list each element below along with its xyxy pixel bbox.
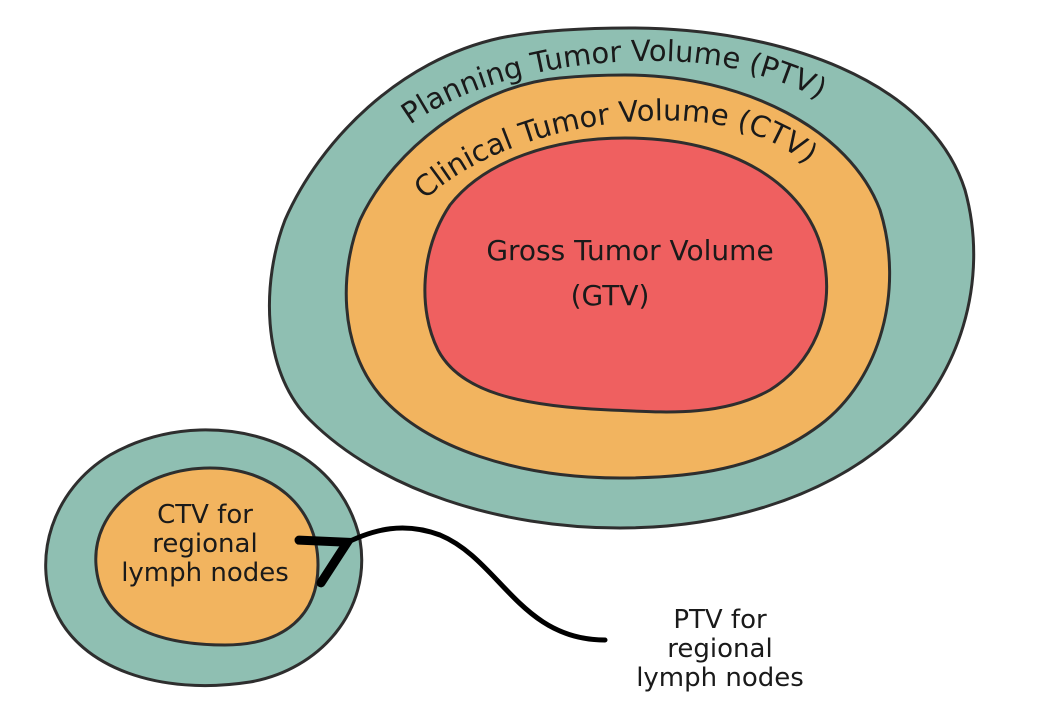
node-ptv-label-line-3: lymph nodes [636,663,804,693]
gtv-region [423,136,829,414]
pointer-arrow [342,525,608,643]
node-ptv-label-line-2: regional [667,634,772,664]
gtv-label-line-2: (GTV) [571,279,650,312]
gtv-label-line-1: Gross Tumor Volume [486,234,773,267]
node-ctv-label-line-3: lymph nodes [121,558,289,588]
node-ptv-label-line-1: PTV for [673,605,767,635]
node-ctv-region [94,466,320,647]
node-ctv-label-line-2: regional [152,529,257,559]
node-ctv-label-line-1: CTV for [157,500,253,530]
